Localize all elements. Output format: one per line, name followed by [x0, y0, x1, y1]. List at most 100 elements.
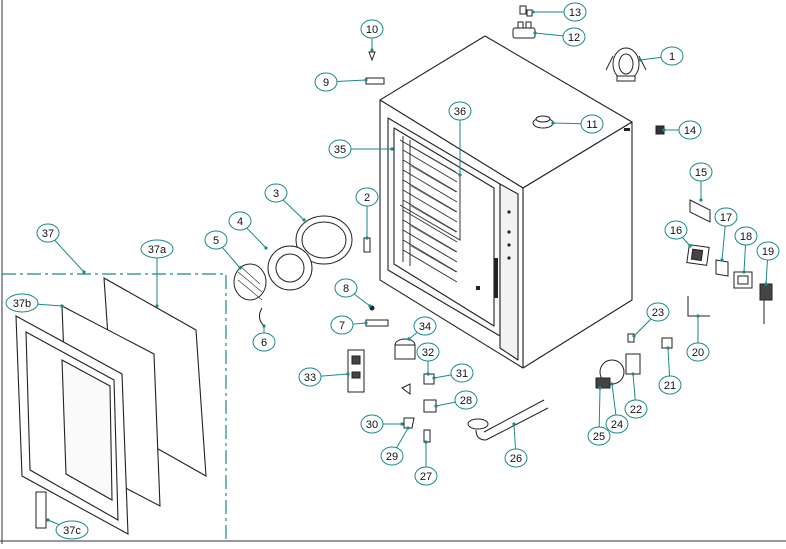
- callout-bubble: [448, 101, 472, 121]
- oven-cabinet: [379, 35, 633, 369]
- callout-24: 24: [605, 414, 629, 434]
- callout-37: 37: [36, 223, 60, 243]
- callout-9: 9: [314, 72, 338, 92]
- leader-dot-8: [368, 304, 372, 308]
- callout-text: 21: [664, 380, 676, 392]
- leader-dot-37a: [155, 304, 159, 308]
- callout-text: 1: [669, 51, 675, 63]
- leader-dot-32: [426, 372, 430, 376]
- callout-bubble: [646, 302, 670, 322]
- leader-dot-26: [512, 422, 516, 426]
- callout-bubble: [714, 207, 738, 227]
- leader-dot-23: [632, 334, 636, 338]
- callout-text: 12: [568, 32, 580, 44]
- callout-text: 4: [237, 216, 243, 228]
- callout-bubble: [664, 220, 688, 240]
- callout-text: 15: [695, 167, 707, 179]
- leader-dot-25: [598, 386, 602, 390]
- leader-dot-17: [720, 258, 724, 262]
- callout-bubble: [36, 223, 60, 243]
- callout-text: 20: [692, 347, 704, 359]
- callout-23: 23: [646, 302, 670, 322]
- callout-text: 14: [684, 125, 696, 137]
- callout-37a: 37a: [140, 239, 174, 259]
- callout-text: 22: [630, 404, 642, 416]
- leader-dot-33: [346, 372, 350, 376]
- callout-bubble: [204, 230, 228, 250]
- callout-text: 3: [273, 188, 279, 200]
- callout-text: 35: [334, 144, 346, 156]
- callout-bubble: [454, 390, 478, 410]
- leader-dot-37: [82, 270, 86, 274]
- leader-dot-31: [432, 376, 436, 380]
- callout-text: 7: [339, 320, 345, 332]
- callout-bubble: [580, 114, 604, 134]
- leader-dot-12: [533, 31, 537, 35]
- leader-dot-1: [638, 58, 642, 62]
- callout-bubble: [414, 466, 438, 486]
- callout-18: 18: [734, 226, 758, 246]
- part-screw-bracket: [365, 51, 385, 85]
- callout-25: 25: [587, 426, 611, 446]
- leader-dot-30: [400, 422, 404, 426]
- leader-dot-3: [302, 218, 306, 222]
- callout-bubble: [562, 27, 586, 47]
- callout-bubble: [450, 363, 474, 383]
- leader-dot-4: [264, 246, 268, 250]
- leader-dot-36: [458, 173, 462, 177]
- callout-32: 32: [416, 342, 440, 362]
- callout-bubble: [314, 72, 338, 92]
- callout-text: 29: [386, 451, 398, 463]
- callout-6: 6: [252, 332, 276, 352]
- callout-31: 31: [450, 363, 474, 383]
- callout-bubble: [55, 520, 89, 540]
- callout-text: 28: [460, 395, 472, 407]
- leader-dot-28: [434, 404, 438, 408]
- callout-text: 26: [510, 453, 522, 465]
- part-pipe: [467, 399, 549, 441]
- callout-text: 2: [364, 192, 370, 204]
- callout-bubble: [330, 315, 354, 335]
- part-wire: [687, 296, 710, 317]
- callout-text: 37b: [13, 298, 31, 310]
- callout-17: 17: [714, 207, 738, 227]
- leader-dot-27: [424, 440, 428, 444]
- callout-13: 13: [563, 2, 587, 22]
- callout-37b: 37b: [5, 293, 39, 313]
- part-motor: [605, 47, 647, 82]
- leader-dot-20: [696, 314, 700, 318]
- callout-5: 5: [204, 230, 228, 250]
- callout-bubble: [328, 139, 352, 159]
- callout-20: 20: [686, 342, 710, 362]
- callout-text: 30: [366, 419, 378, 431]
- callout-35: 35: [328, 139, 352, 159]
- callout-text: 5: [213, 235, 219, 247]
- callout-bubble: [678, 120, 702, 140]
- leader-dot-22: [631, 372, 635, 376]
- cabinet-details: [476, 128, 630, 298]
- leader-dot-37c: [46, 518, 50, 522]
- fan-guard-hatching: [237, 265, 263, 301]
- leader-dot-21: [666, 346, 670, 350]
- leader-dot-11: [551, 121, 555, 125]
- callout-21: 21: [658, 375, 682, 395]
- callout-bubble: [587, 426, 611, 446]
- leader-dot-29: [406, 426, 410, 430]
- callout-bubble: [360, 414, 384, 434]
- callout-text: 6: [261, 337, 267, 349]
- part-fan-assembly: [233, 215, 389, 327]
- callout-7: 7: [330, 315, 354, 335]
- callout-2: 2: [355, 187, 379, 207]
- leader-dot-2: [365, 236, 369, 240]
- callout-text: 27: [420, 471, 432, 483]
- callout-text: 13: [569, 7, 581, 19]
- door-handle: [35, 491, 47, 529]
- door-frame: [15, 315, 129, 535]
- leader-dot-14: [662, 128, 666, 132]
- leader-dot-37b: [60, 304, 64, 308]
- callout-text: 18: [740, 231, 752, 243]
- door-assembly-boundary: [2, 273, 227, 541]
- callout-33: 33: [298, 367, 322, 387]
- callout-text: 25: [593, 431, 605, 443]
